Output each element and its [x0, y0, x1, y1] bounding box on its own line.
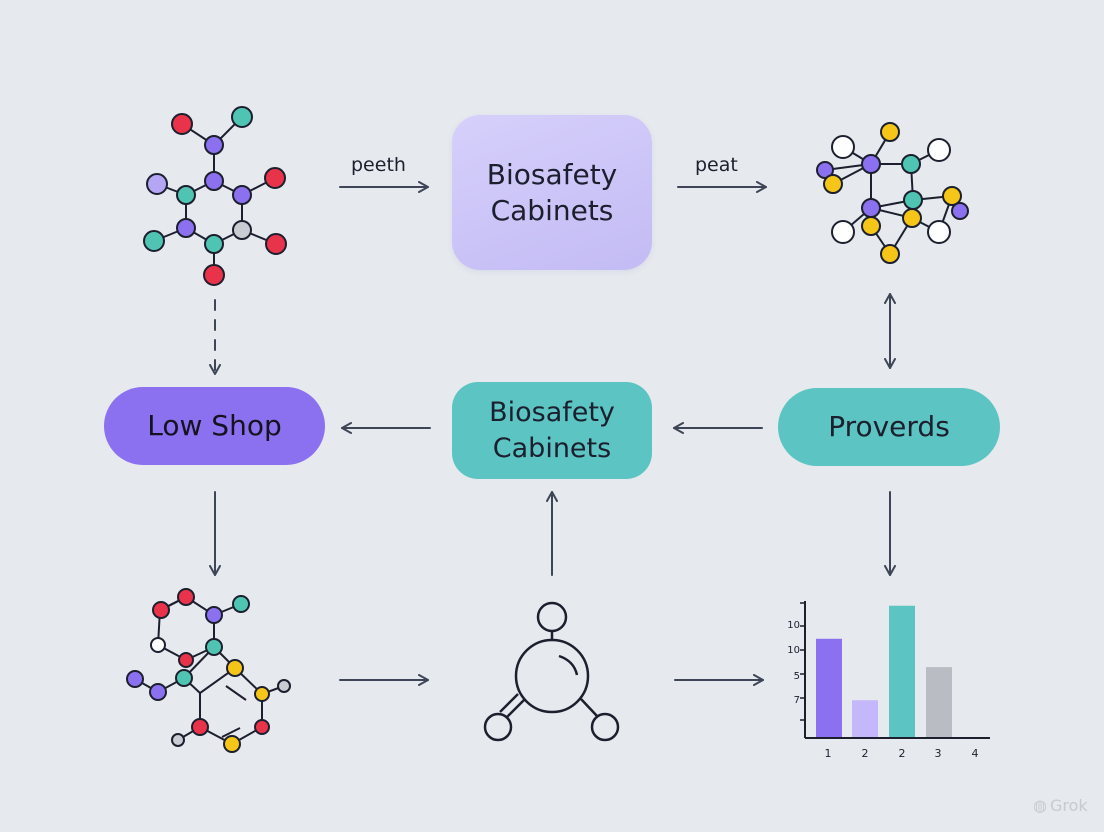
node-biosafety-cabinets-top[interactable]: Biosafety Cabinets [452, 115, 652, 270]
arrows [209, 181, 896, 686]
node-proverds[interactable]: Proverds [778, 388, 1000, 466]
network-graph-icon-top-right [816, 122, 969, 264]
chart-x-tick-label: 2 [862, 747, 869, 760]
bar-chart: 10 10 5 7 1 2 2 3 4 [787, 601, 990, 760]
chart-bar [889, 605, 915, 738]
node-low-shop[interactable]: Low Shop [104, 387, 325, 465]
chart-x-tick-label: 1 [825, 747, 832, 760]
node-biosafety-cabinets-middle[interactable]: Biosafety Cabinets [452, 382, 652, 479]
chart-y-tick-label: 10 [787, 620, 800, 631]
chart-bar [816, 638, 842, 738]
molecule-icon-bottom-left [126, 588, 291, 753]
chart-x-tick-label: 4 [972, 747, 979, 760]
edge-label-peat: peat [695, 154, 738, 176]
watermark: ◍Grok [1033, 796, 1088, 815]
chart-bar [852, 700, 878, 738]
molecule-icon-top-left [143, 106, 287, 286]
grok-logo-icon: ◍ [1033, 796, 1047, 815]
node-biosafety-cabinets-middle-label: Biosafety Cabinets [489, 396, 615, 464]
flask-atom-icon [483, 601, 620, 742]
chart-x-tick-label: 3 [935, 747, 942, 760]
watermark-text: Grok [1049, 796, 1088, 815]
chart-y-tick-label: 7 [794, 695, 800, 706]
node-proverds-label: Proverds [828, 410, 950, 443]
edge-label-peeth: peeth [351, 154, 406, 176]
chart-x-tick-label: 2 [899, 747, 906, 760]
chart-bar [926, 667, 952, 738]
chart-y-tick-label: 10 [787, 645, 800, 656]
node-biosafety-cabinets-top-label: Biosafety Cabinets [486, 157, 618, 227]
node-low-shop-label: Low Shop [147, 409, 282, 442]
chart-y-tick-label: 5 [794, 671, 800, 682]
